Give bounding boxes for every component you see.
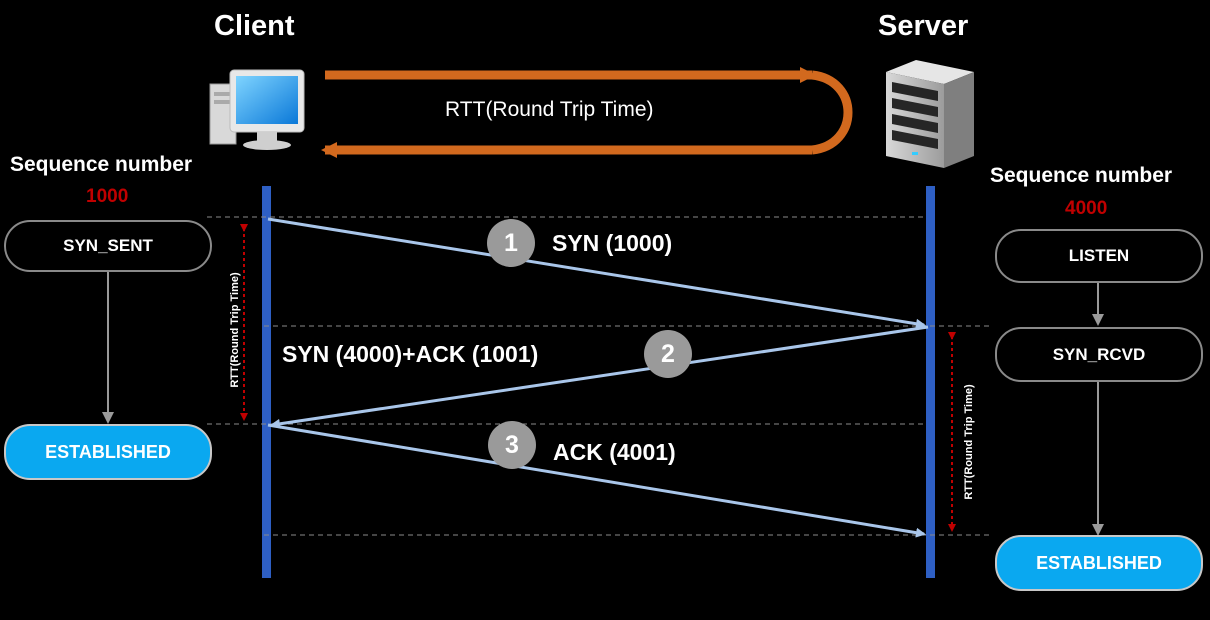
rtt-banner-label: RTT(Round Trip Time): [445, 98, 654, 121]
server-heading: Server: [878, 10, 969, 42]
ack-arrow: [267, 423, 926, 538]
step-2-label: SYN (4000)+ACK (1001): [282, 341, 539, 367]
server-state-syn-rcvd: SYN_RCVD: [995, 327, 1203, 382]
step-3-badge: 3: [488, 421, 536, 469]
server-icon: [886, 60, 974, 168]
server-timeline: [926, 186, 935, 578]
client-state-syn-sent: SYN_SENT: [4, 220, 212, 272]
client-heading: Client: [214, 10, 295, 42]
server-sequence-label: Sequence number: [990, 164, 1173, 187]
desktop-computer-icon: [209, 69, 305, 150]
client-sequence-label: Sequence number: [10, 153, 193, 176]
rtt-vertical-label-server: RTT(Round Trip Time): [963, 384, 975, 500]
server-state-established: ESTABLISHED: [995, 535, 1203, 591]
client-timeline: [262, 186, 271, 578]
timing-guides: [207, 216, 992, 536]
syn-arrow: [267, 217, 926, 329]
client-state-established: ESTABLISHED: [4, 424, 212, 480]
step-2-badge: 2: [644, 330, 692, 378]
step-3-label: ACK (4001): [553, 439, 676, 465]
rtt-loop-arrow: [321, 67, 853, 158]
step-1-badge: 1: [487, 219, 535, 267]
syn-ack-arrow: [270, 325, 929, 429]
server-state-listen: LISTEN: [995, 229, 1203, 283]
rtt-vertical-label-client: RTT(Round Trip Time): [229, 272, 241, 388]
step-1-label: SYN (1000): [552, 230, 673, 256]
server-sequence-value: 4000: [1065, 198, 1108, 219]
client-sequence-value: 1000: [86, 186, 129, 207]
